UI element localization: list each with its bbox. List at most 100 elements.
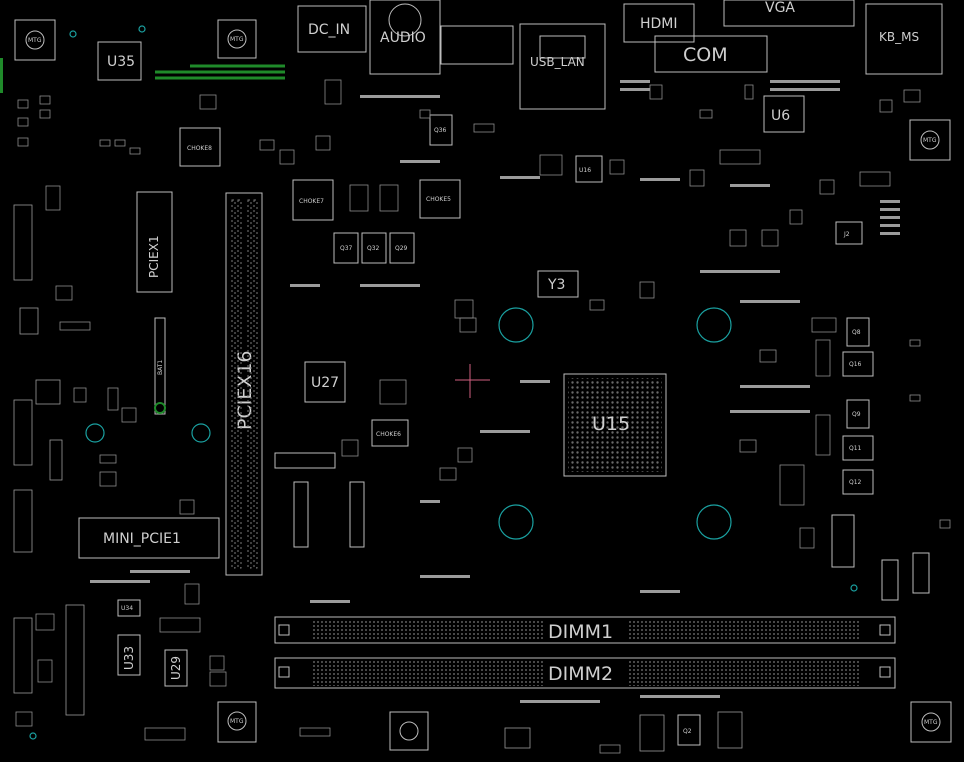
via-hole	[29, 732, 37, 740]
svg-text:MTG: MTG	[923, 137, 937, 144]
svg-text:CHOKE7: CHOKE7	[299, 198, 324, 205]
left-column-parts	[13, 204, 85, 716]
cursor-crosshair	[455, 364, 490, 398]
chip-u16: U16	[575, 155, 603, 183]
svg-text:Q9: Q9	[852, 411, 861, 418]
svg-text:DIMM2: DIMM2	[548, 663, 613, 685]
via-hole	[138, 25, 146, 33]
chip-u15-cpu: U15	[563, 373, 667, 477]
battery-bat1: BAT1	[154, 317, 166, 415]
svg-text:U6: U6	[771, 108, 790, 124]
mosfet-q29: Q29	[389, 232, 415, 264]
heatsink-hole	[696, 504, 732, 540]
pciex16-pins	[231, 199, 258, 569]
chip-u27: U27	[304, 361, 346, 403]
svg-text:Q2: Q2	[683, 728, 692, 735]
chip-u35: U35	[97, 41, 142, 81]
svg-text:KB_MS: KB_MS	[879, 30, 919, 44]
svg-text:MTG: MTG	[28, 37, 42, 44]
connector-audio: AUDIO	[369, 0, 441, 75]
via-hole	[154, 402, 166, 414]
svg-text:VGA: VGA	[765, 0, 795, 16]
small-pad-rows	[90, 80, 900, 703]
choke7: CHOKE7	[292, 179, 334, 221]
heatsink-hole	[498, 307, 534, 343]
mounting-hole-ring	[191, 423, 211, 443]
mounting-hole-bottom-right: MTG	[910, 701, 952, 743]
svg-text:BAT1: BAT1	[157, 360, 164, 375]
svg-text:MTG: MTG	[230, 36, 244, 43]
mosfet-q32: Q32	[361, 232, 387, 264]
svg-text:U29: U29	[169, 656, 183, 680]
svg-text:U34: U34	[121, 605, 133, 612]
svg-text:Q16: Q16	[849, 361, 862, 368]
svg-text:COM: COM	[683, 44, 728, 66]
slot-dimm1: DIMM1	[274, 616, 896, 644]
svg-text:MTG: MTG	[230, 718, 244, 725]
passive-components	[15, 79, 951, 754]
chip-u34: U34	[117, 599, 141, 617]
choke5: CHOKE5	[419, 179, 461, 219]
mounting-hole-top-2: MTG	[217, 19, 257, 59]
trace-group	[0, 58, 285, 93]
mosfet-q16: Q16	[842, 351, 874, 377]
svg-text:USB_LAN: USB_LAN	[530, 55, 585, 69]
svg-text:Q32: Q32	[367, 245, 380, 252]
slot-pciex16: PCIEX16	[225, 192, 263, 576]
svg-text:Q12: Q12	[849, 479, 862, 486]
slot-pciex1: PCIEX1	[136, 191, 173, 293]
choke6: CHOKE6	[371, 419, 409, 447]
mosfet-q12: Q12	[842, 469, 874, 495]
svg-text:DC_IN: DC_IN	[308, 22, 350, 38]
mounting-hole-ring	[85, 423, 105, 443]
svg-text:Q36: Q36	[434, 127, 447, 134]
mosfet-q11: Q11	[842, 435, 874, 461]
chip-u29: U29	[164, 649, 188, 687]
svg-text:MINI_PCIE1: MINI_PCIE1	[103, 531, 181, 547]
connector-hdmi: HDMI	[623, 3, 695, 43]
svg-text:PCIEX1: PCIEX1	[147, 235, 161, 278]
svg-text:U15: U15	[592, 413, 630, 435]
svg-text:Q29: Q29	[395, 245, 408, 252]
svg-text:J2: J2	[843, 231, 850, 238]
mounting-hole-top-left: MTG	[14, 19, 56, 61]
svg-text:U27: U27	[311, 375, 339, 391]
mounting-hole-right: MTG	[909, 119, 951, 161]
svg-text:PCIEX16: PCIEX16	[234, 350, 256, 430]
right-header-j	[831, 514, 930, 601]
svg-text:Y3: Y3	[547, 277, 565, 293]
svg-text:DIMM1: DIMM1	[548, 621, 613, 643]
connector-j2: J2	[835, 221, 863, 245]
via-hole	[850, 584, 858, 592]
connector-com: COM	[654, 35, 768, 73]
slot-dimm2: DIMM2	[274, 657, 896, 689]
svg-text:CHOKE6: CHOKE6	[376, 431, 401, 438]
mosfet-q37: Q37	[333, 232, 359, 264]
chip-u33: U33	[117, 634, 141, 676]
connector-usb-lan: USB_LAN	[519, 23, 606, 110]
connector-usb3-block	[440, 25, 514, 65]
bottom-row-parts: Q2	[389, 711, 743, 752]
svg-text:U16: U16	[579, 167, 591, 174]
via-hole	[69, 30, 77, 38]
svg-text:HDMI: HDMI	[640, 16, 678, 32]
chip-u6: U6	[763, 95, 805, 133]
svg-text:Q8: Q8	[852, 329, 861, 336]
svg-text:U33: U33	[122, 646, 136, 670]
mosfet-q8: Q8	[846, 317, 870, 347]
svg-text:Q37: Q37	[340, 245, 353, 252]
svg-text:AUDIO: AUDIO	[380, 30, 426, 46]
connector-kb-ms: KB_MS	[865, 3, 943, 75]
choke8: CHOKE8	[179, 127, 221, 167]
mosfet-q36: Q36	[429, 114, 453, 146]
svg-text:MTG: MTG	[924, 719, 938, 726]
mosfet-q9: Q9	[846, 399, 870, 429]
heatsink-hole	[498, 504, 534, 540]
slot-mini-pcie1: MINI_PCIE1	[78, 517, 220, 559]
crystal-y3: Y3	[537, 270, 579, 298]
header-row	[274, 452, 365, 548]
heatsink-hole	[696, 307, 732, 343]
connector-dc-in: DC_IN	[297, 5, 367, 53]
connector-vga: VGA	[723, 0, 855, 27]
